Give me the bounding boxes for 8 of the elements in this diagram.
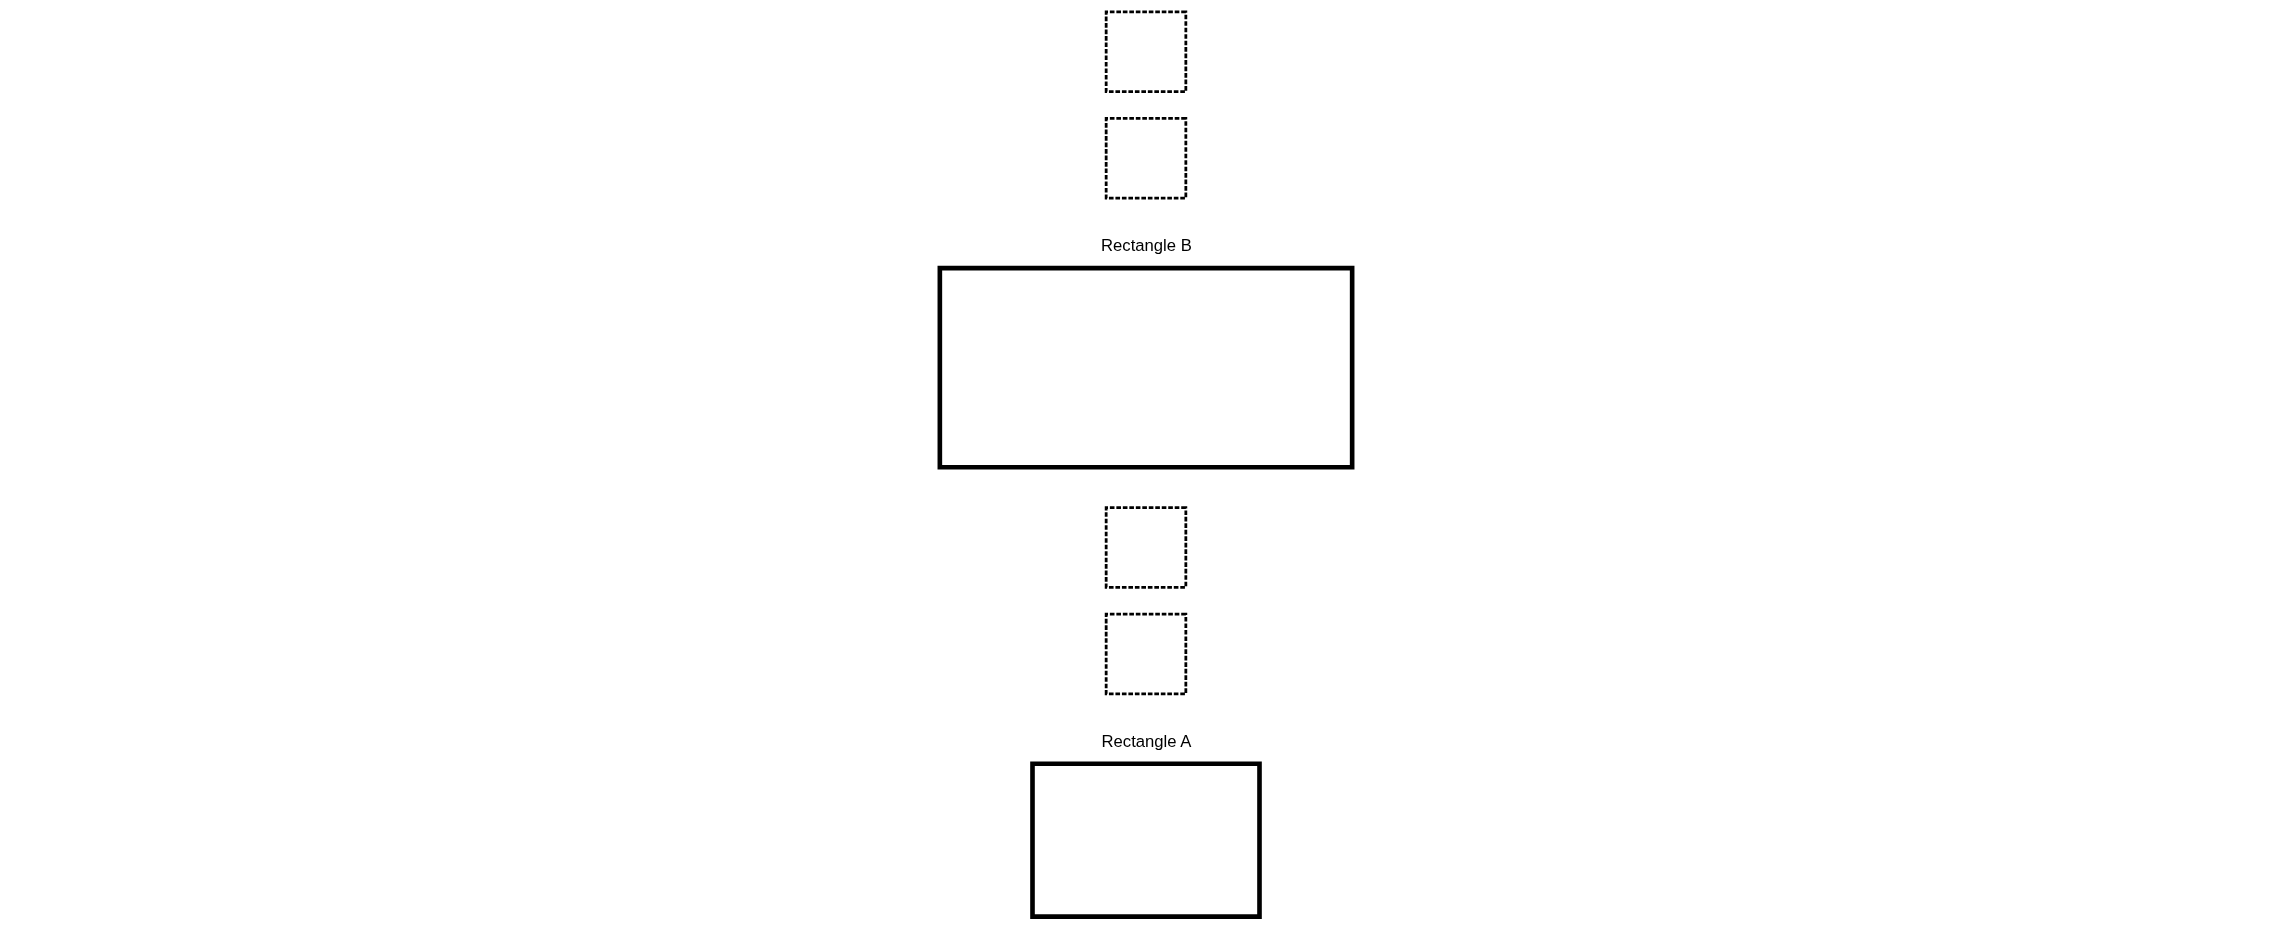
- node-label: Rectangle A: [1101, 732, 1192, 752]
- node-box: [1104, 10, 1188, 93]
- node-box: [1104, 612, 1188, 696]
- node-box: [1104, 506, 1188, 589]
- node-label: Rectangle B: [1101, 236, 1192, 256]
- node-box: [1104, 117, 1188, 200]
- node-box: [937, 265, 1355, 470]
- node-box: [1030, 761, 1262, 919]
